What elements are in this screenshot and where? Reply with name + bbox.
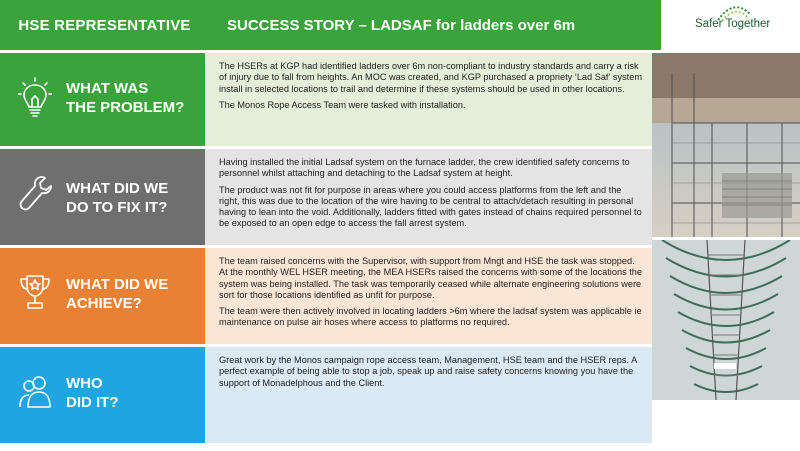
section-fix: WHAT DID WE DO TO FIX IT? Having install… <box>0 149 652 245</box>
logo-text: Safer Together <box>695 18 771 30</box>
section-title: WHAT DID WE DO TO FIX IT? <box>66 180 169 216</box>
header-section-label: HSE REPRESENTATIVE <box>0 0 209 50</box>
section-header: WHO DID IT? <box>0 347 205 443</box>
body-paragraph: The team raised concerns with the Superv… <box>219 256 642 300</box>
section-body: Great work by the Monos campaign rope ac… <box>205 347 652 443</box>
section-header: WHAT DID WE ACHIEVE? <box>0 248 205 344</box>
section-who: WHO DID IT? Great work by the Monos camp… <box>0 347 652 443</box>
section-body: Having installed the initial Ladsaf syst… <box>205 149 652 245</box>
body-paragraph: Having installed the initial Ladsaf syst… <box>219 157 630 179</box>
caged-ladder-photo <box>652 240 800 400</box>
body-paragraph: The team were then actively involved in … <box>219 306 642 328</box>
section-achieve: WHAT DID WE ACHIEVE? The team raised con… <box>0 248 652 344</box>
section-title: WHAT WAS THE PROBLEM? <box>66 80 185 116</box>
wrench-icon <box>19 176 52 211</box>
section-title: WHAT DID WE ACHIEVE? <box>66 276 169 312</box>
lightbulb-icon <box>18 77 52 117</box>
body-paragraph: Great work by the Monos campaign rope ac… <box>219 355 637 388</box>
page-title: SUCCESS STORY – LADSAF for ladders over … <box>209 0 661 50</box>
section-header: WHAT WAS THE PROBLEM? <box>0 53 205 146</box>
body-paragraph: The Monos Rope Access Team were tasked w… <box>219 99 466 110</box>
trophy-icon <box>20 275 50 309</box>
safer-together-logo <box>661 0 800 50</box>
section-body: The team raised concerns with the Superv… <box>205 248 652 344</box>
logo-arc-icon <box>717 6 751 22</box>
body-paragraph: The product was not fit for purpose in a… <box>219 184 642 229</box>
section-header: WHAT DID WE DO TO FIX IT? <box>0 149 205 245</box>
section-problem: WHAT WAS THE PROBLEM? The HSERs at KGP h… <box>0 53 652 146</box>
body-paragraph: The HSERs at KGP had identified ladders … <box>219 61 643 94</box>
people-icon <box>19 376 51 408</box>
section-title: WHO DID IT? <box>66 375 119 411</box>
section-body: The HSERs at KGP had identified ladders … <box>205 53 652 146</box>
ladder-platform-photo <box>652 53 800 237</box>
